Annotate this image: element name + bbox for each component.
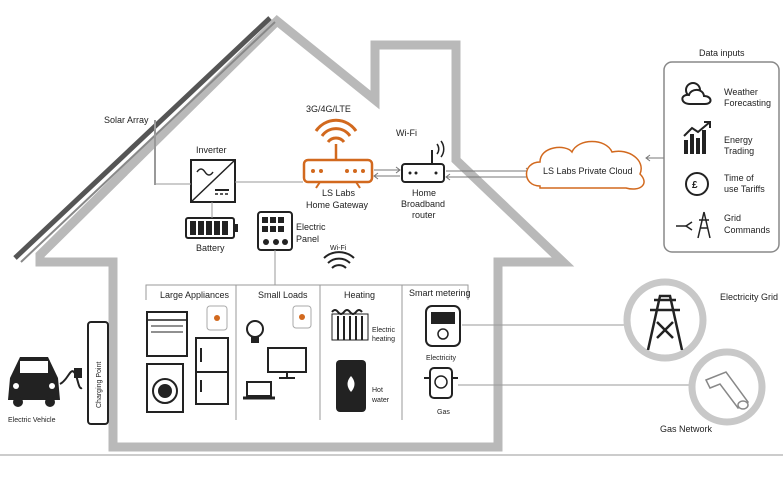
room-dividers: [235, 285, 403, 420]
gateway-icon: [302, 118, 374, 189]
gateway-label-2: Home Gateway: [306, 200, 369, 210]
wifi-label: Wi-Fi: [330, 245, 347, 252]
small-loads-label: Small Loads: [258, 290, 308, 300]
data-input-tariff-2: use Tariffs: [724, 184, 765, 194]
electric-panel-label-2: Panel: [296, 234, 319, 244]
data-input-grid-1: Grid: [724, 213, 741, 223]
charging-cable: [59, 368, 83, 390]
grid-command-icon: [676, 211, 711, 239]
tariff-icon: £: [685, 172, 709, 196]
data-inputs-link: [645, 154, 664, 162]
data-input-weather-2: Forecasting: [724, 98, 771, 108]
electricity-grid-label: Electricity Grid: [720, 292, 778, 302]
data-input-energy-2: Trading: [724, 146, 754, 156]
data-input-grid-2: Commands: [724, 225, 771, 235]
svg-text:£: £: [692, 180, 698, 191]
electricity-meter-label: Electricity: [426, 355, 456, 362]
house-outline: [35, 14, 575, 452]
solar-array-label: Solar Array: [104, 115, 149, 125]
gateway-label-1: LS Labs: [322, 188, 356, 198]
hot-water-label-2: water: [371, 397, 390, 404]
gas-meter-label: Gas: [437, 409, 450, 416]
small-loads-icons: [243, 305, 312, 400]
large-appliances-label: Large Appliances: [160, 290, 230, 300]
data-input-weather-1: Weather: [724, 87, 758, 97]
weather-icon: [681, 82, 712, 105]
data-input-tariff-1: Time of: [724, 173, 754, 183]
router-label-2: Broadband: [401, 199, 445, 209]
hot-water-label-1: Hot: [372, 387, 383, 394]
data-inputs-title: Data inputs: [699, 48, 745, 58]
heating-icons: [331, 309, 369, 412]
data-input-energy-1: Energy: [724, 135, 753, 145]
router-label-1: Home: [412, 188, 436, 198]
gateway-top-label: 3G/4G/LTE: [306, 104, 351, 114]
inverter-icon: [190, 159, 236, 203]
battery-icon: [185, 217, 238, 239]
router-cloud-link: [445, 167, 531, 181]
electric-heating-label-1: Electric: [372, 327, 395, 334]
router-label-3: router: [412, 210, 436, 220]
router-icon: [401, 140, 445, 183]
cloud-icon: [525, 140, 645, 190]
cloud-label: LS Labs Private Cloud: [543, 166, 633, 176]
electric-vehicle-label: Electric Vehicle: [8, 417, 56, 424]
router-top-label: Wi-Fi: [396, 128, 417, 138]
electric-vehicle-icon: [8, 357, 60, 407]
large-appliances-icons: [146, 305, 229, 413]
heating-label: Heating: [344, 290, 375, 300]
smart-metering-label: Smart metering: [409, 288, 471, 298]
electricity-grid-icon: [623, 278, 707, 362]
wifi-icon: [323, 251, 355, 269]
data-inputs-panel: £: [663, 61, 780, 253]
gateway-router-link: [373, 166, 401, 180]
inverter-label: Inverter: [196, 145, 227, 155]
electric-heating-label-2: heating: [372, 336, 395, 343]
gas-network-label: Gas Network: [660, 424, 713, 434]
charging-point-icon: [87, 321, 109, 425]
battery-label: Battery: [196, 243, 225, 253]
gas-network-icon: [688, 348, 766, 426]
energy-trading-icon: [683, 121, 711, 154]
charging-point-label: Charging Point: [96, 362, 103, 408]
solar-array: [13, 16, 276, 263]
electric-panel-icon: [257, 211, 293, 251]
electric-panel-label-1: Electric: [296, 222, 326, 232]
smart-meter-icons: [424, 305, 461, 399]
